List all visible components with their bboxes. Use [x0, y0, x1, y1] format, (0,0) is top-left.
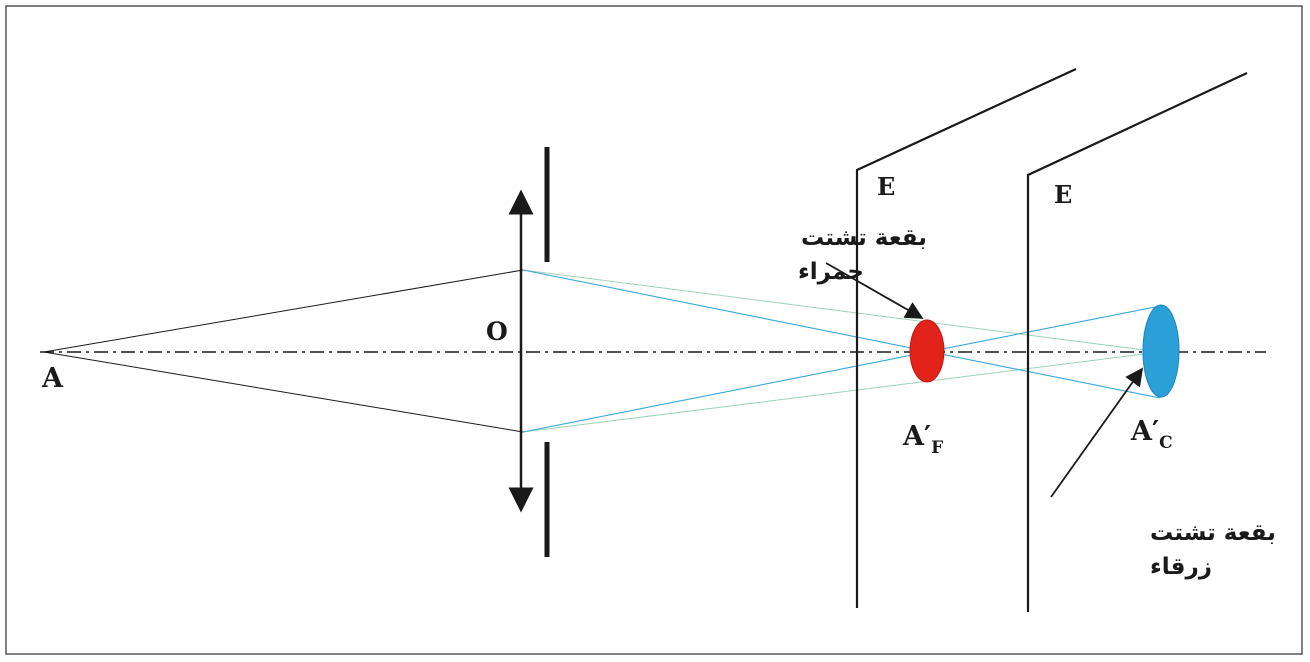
pointer-red-spot: [825, 262, 924, 319]
red-dispersion-spot: [909, 319, 945, 383]
label-image-f: A′F: [902, 421, 943, 458]
label-image-f-sub: F: [931, 438, 943, 458]
annotation-red-line2: حمراء: [798, 259, 864, 285]
label-image-c-main: A′: [1130, 416, 1159, 447]
ray-green-top: [522, 269, 1161, 353]
label-image-f-main: A′: [902, 421, 931, 452]
pointer-blue-spot: [1050, 367, 1144, 498]
screen-1: [855, 68, 1077, 608]
diagram-frame: [5, 5, 1303, 655]
blue-dispersion-spot: [1142, 304, 1180, 398]
annotation-blue-line2: زرقاء: [1150, 554, 1212, 580]
ray-blue-bottom: [522, 305, 1161, 433]
label-lens-center: O: [486, 317, 508, 346]
label-image-c: A′C: [1130, 416, 1173, 453]
screen-2: [1026, 72, 1248, 612]
ray-green-bottom: [522, 351, 1161, 433]
ray-blue-top: [522, 269, 1161, 399]
label-screen-2: E: [1054, 180, 1072, 209]
annotation-blue-line1: بقعة تشتت: [1150, 520, 1276, 546]
label-screen-1: E: [877, 172, 895, 201]
incident-ray-bottom: [43, 351, 524, 433]
label-point-a: A: [41, 363, 64, 394]
annotation-red-line1: بقعة تشتت: [801, 225, 927, 251]
incident-ray-top: [43, 269, 524, 353]
label-image-c-sub: C: [1159, 433, 1173, 453]
